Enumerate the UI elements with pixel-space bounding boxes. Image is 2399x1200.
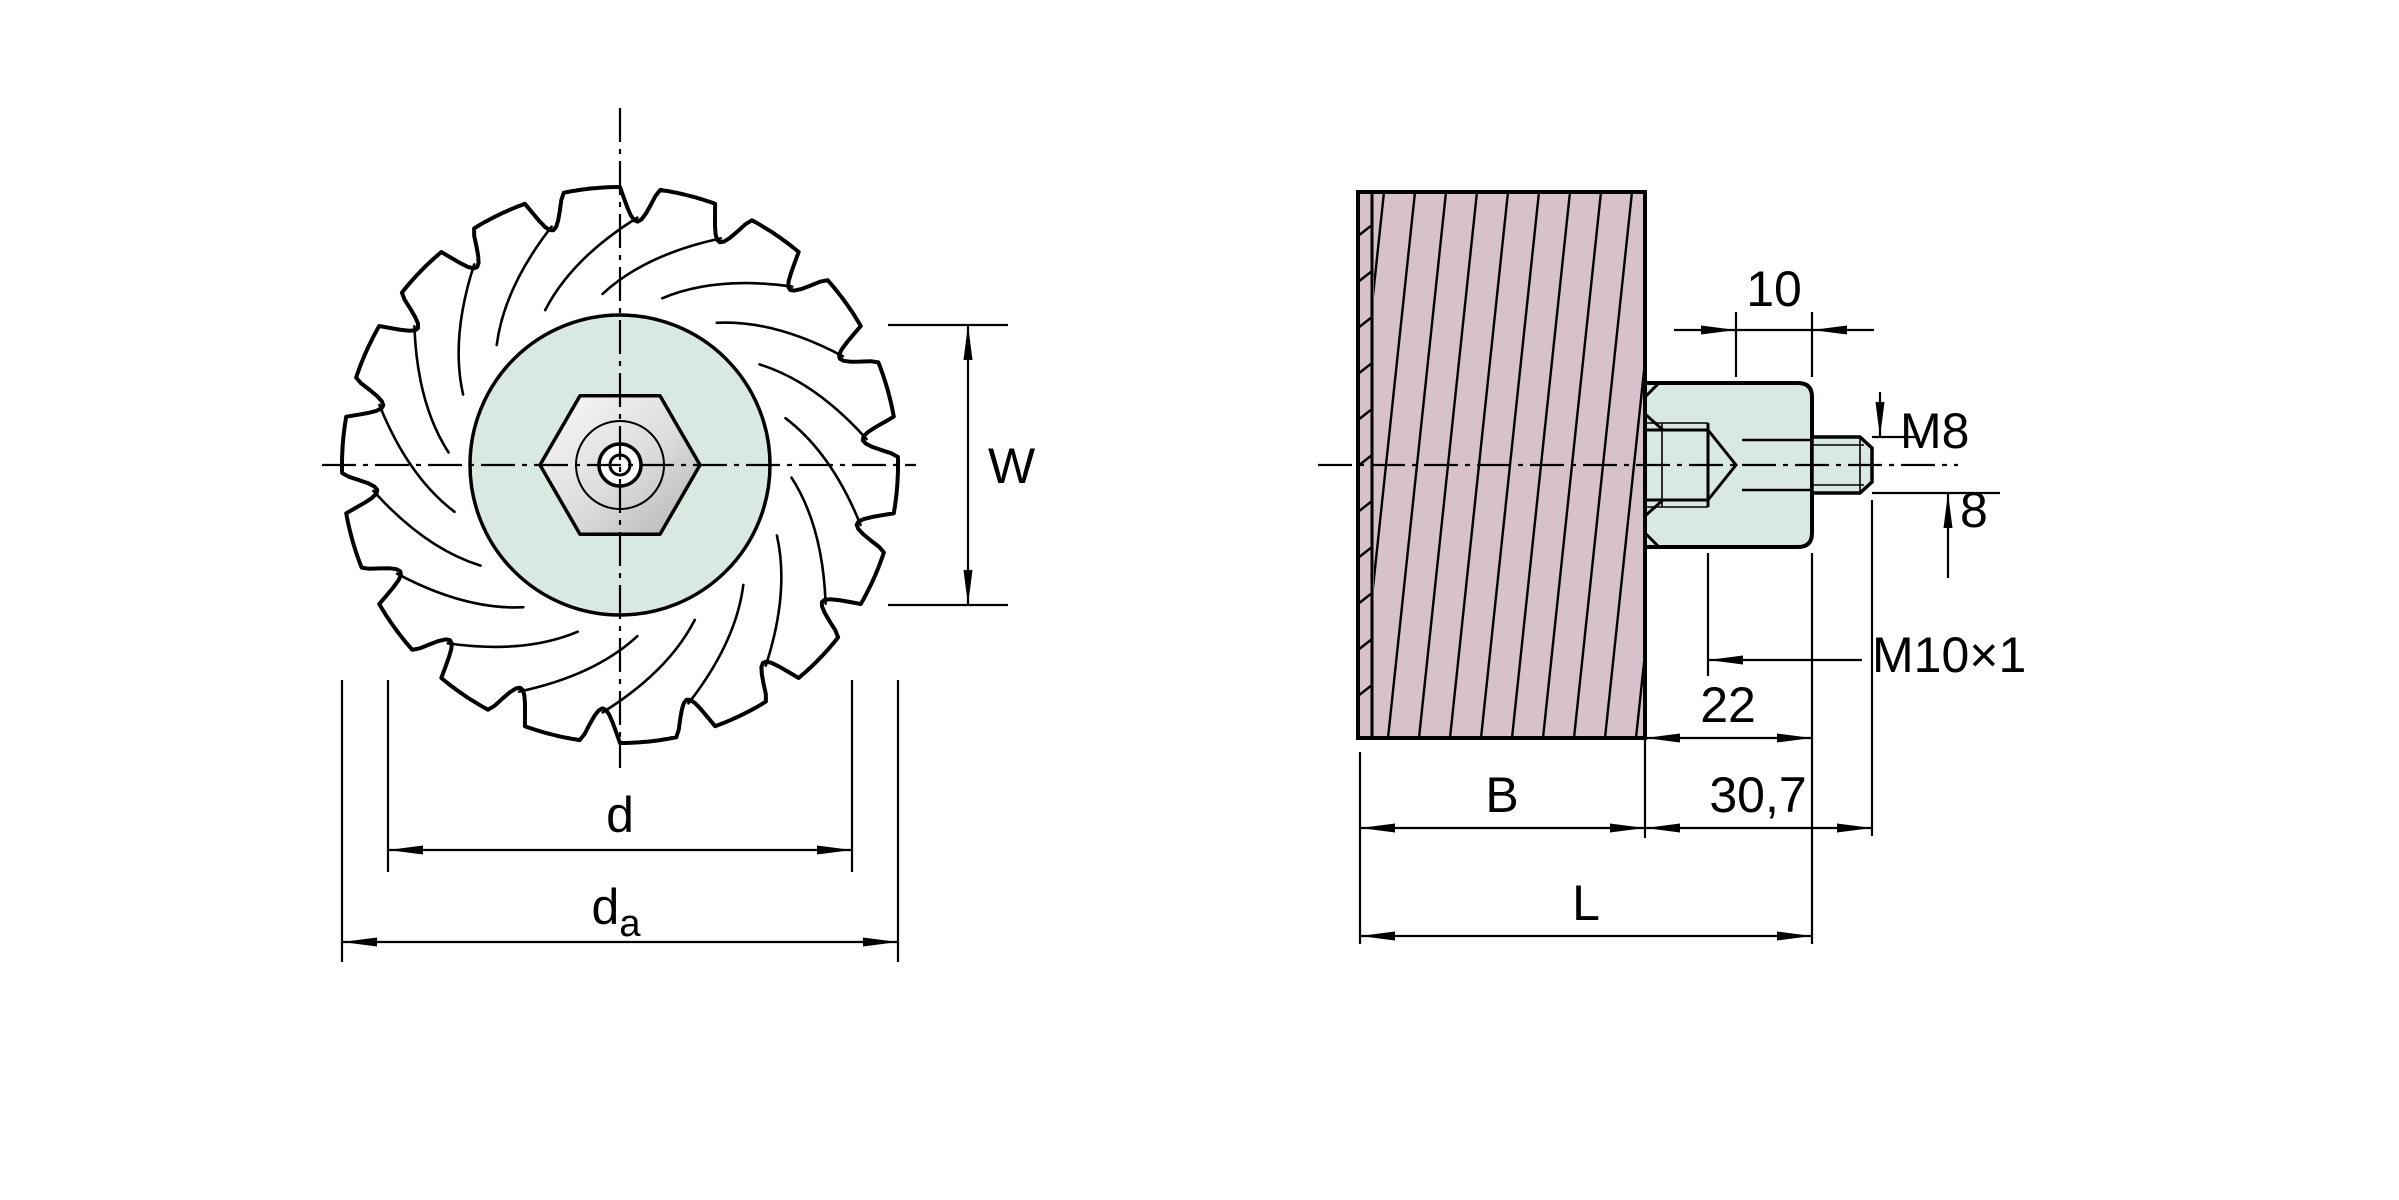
dim-da-label: da	[592, 879, 642, 945]
hub-chamfer-bottom-left	[1643, 531, 1661, 549]
drill-point-cone	[1706, 429, 1738, 501]
dimension-22: 22	[1643, 553, 1814, 944]
m8-label: M8	[1900, 403, 1969, 459]
dim-22-label: 22	[1700, 677, 1756, 733]
dim-30-7-label: 30,7	[1709, 767, 1806, 823]
dim-10-label: 10	[1746, 261, 1802, 317]
m10-label: M10×1	[1872, 627, 2026, 683]
dimension-30-7: 30,7	[1645, 500, 1874, 836]
dimension-d: d	[386, 680, 854, 872]
dimension-b: B	[1358, 752, 1645, 944]
gear-teeth-outline	[340, 185, 900, 745]
dim-b-label: B	[1485, 767, 1518, 823]
dim-w-label: W	[988, 438, 1036, 494]
tooth-grooves	[372, 216, 868, 714]
dimension-l: L	[1360, 875, 1812, 941]
dimension-8: 8	[1872, 482, 2000, 578]
dimension-w: W	[888, 323, 1036, 607]
dim-d-label: d	[606, 787, 634, 843]
dimension-10: 10	[1674, 261, 1874, 377]
dimension-da: da	[340, 680, 900, 962]
side-view	[1318, 190, 1958, 740]
dim-8-label: 8	[1960, 482, 1988, 538]
dim-l-label: L	[1572, 875, 1600, 931]
callout-m8: M8	[1872, 392, 1969, 459]
callout-m10x1: M10×1	[1706, 553, 2026, 683]
m10-entry-chamfer-top	[1644, 412, 1664, 432]
hub-body	[1643, 381, 1814, 549]
m10-entry-chamfer-bottom	[1644, 498, 1664, 518]
tooth-edge-serrations	[1357, 224, 1373, 697]
hub-chamfer-top-left	[1643, 381, 1661, 399]
front-view	[322, 108, 916, 768]
